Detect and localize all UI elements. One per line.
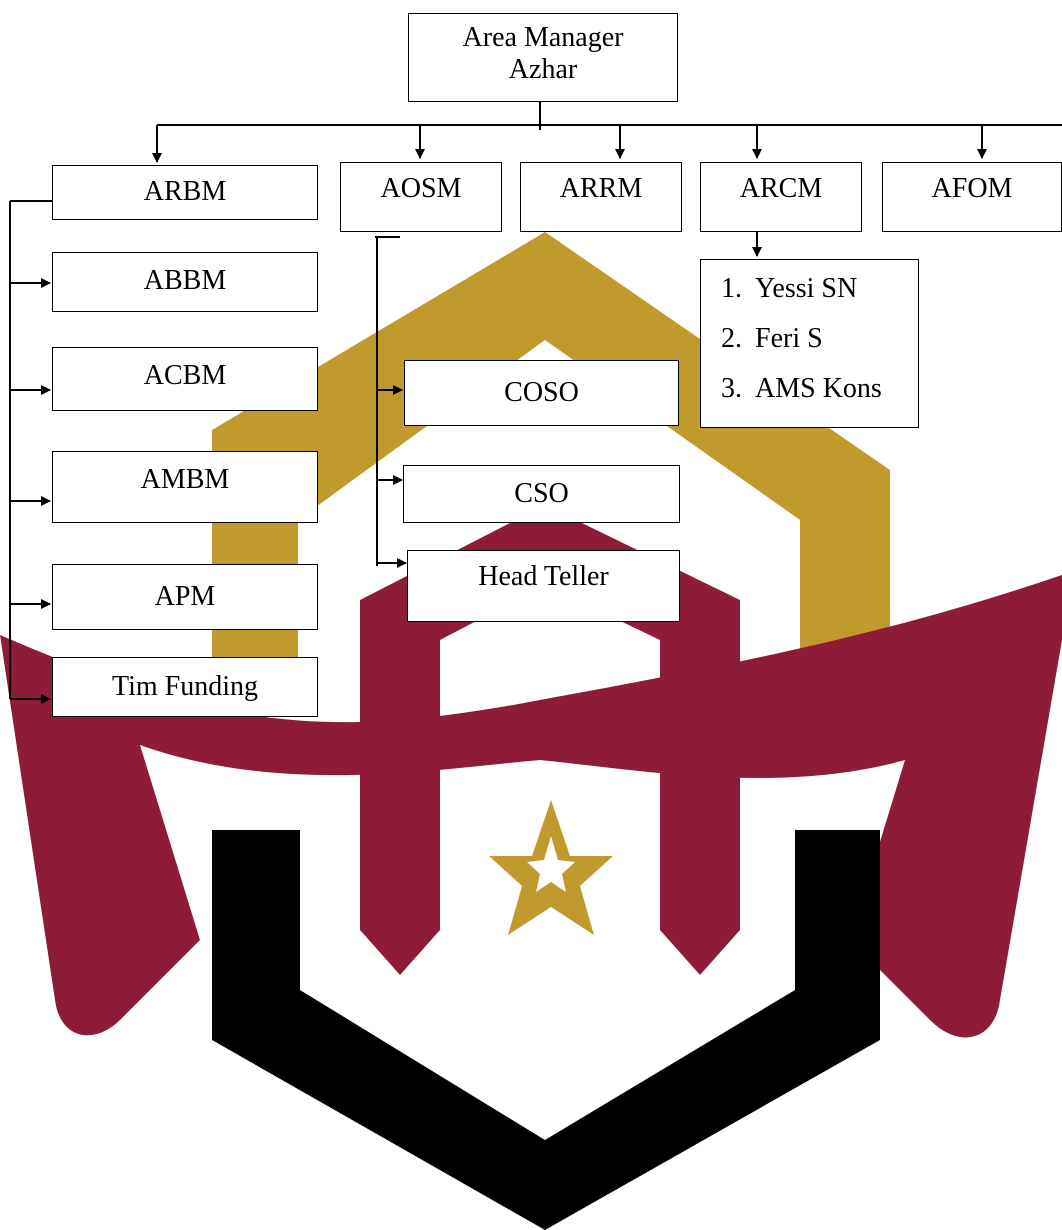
ambm-label: AMBM — [140, 464, 230, 495]
arrm-label: ARRM — [559, 173, 643, 204]
list-item: 3. AMS Kons — [721, 373, 882, 404]
arbm-node: ARBM — [52, 165, 318, 220]
arcm-node: ARCM — [700, 162, 862, 232]
arbm-label: ARBM — [143, 176, 227, 208]
aosm-node: AOSM — [340, 162, 502, 232]
head-teller-label: Head Teller — [478, 561, 609, 592]
acbm-label: ACBM — [143, 360, 227, 391]
list-item: 2. Feri S — [721, 323, 823, 354]
arrm-node: ARRM — [520, 162, 682, 232]
area-manager-name: Azhar — [508, 54, 578, 86]
acbm-node: ACBM — [52, 347, 318, 411]
cso-label: CSO — [514, 477, 569, 509]
area-manager-node: Area Manager Azhar — [408, 13, 678, 102]
logo-gold-frame — [212, 232, 890, 700]
logo-maroon-shield — [0, 575, 1062, 1038]
logo-maroon-pillar-right — [660, 810, 740, 975]
abbm-label: ABBM — [143, 265, 227, 296]
cso-node: CSO — [403, 465, 680, 523]
ambm-node: AMBM — [52, 451, 318, 523]
afom-label: AFOM — [931, 173, 1013, 204]
abbm-node: ABBM — [52, 252, 318, 312]
aosm-label: AOSM — [380, 173, 462, 204]
apm-label: APM — [154, 580, 216, 612]
tim-funding-node: Tim Funding — [52, 657, 318, 717]
coso-node: COSO — [404, 360, 679, 426]
coso-label: COSO — [504, 376, 579, 408]
logo-maroon-pillar-left — [360, 810, 440, 975]
list-item: 1. Yessi SN — [721, 273, 858, 304]
tim-funding-label: Tim Funding — [111, 670, 259, 702]
apm-node: APM — [52, 564, 318, 630]
afom-node: AFOM — [882, 162, 1062, 232]
head-teller-node: Head Teller — [407, 550, 680, 622]
logo-black-chevron — [212, 830, 880, 1230]
area-manager-title: Area Manager — [462, 22, 624, 53]
arcm-members-list: 1. Yessi SN 2. Feri S 3. AMS Kons — [700, 259, 919, 428]
arcm-label: ARCM — [739, 173, 823, 204]
logo-star-center — [527, 836, 575, 892]
